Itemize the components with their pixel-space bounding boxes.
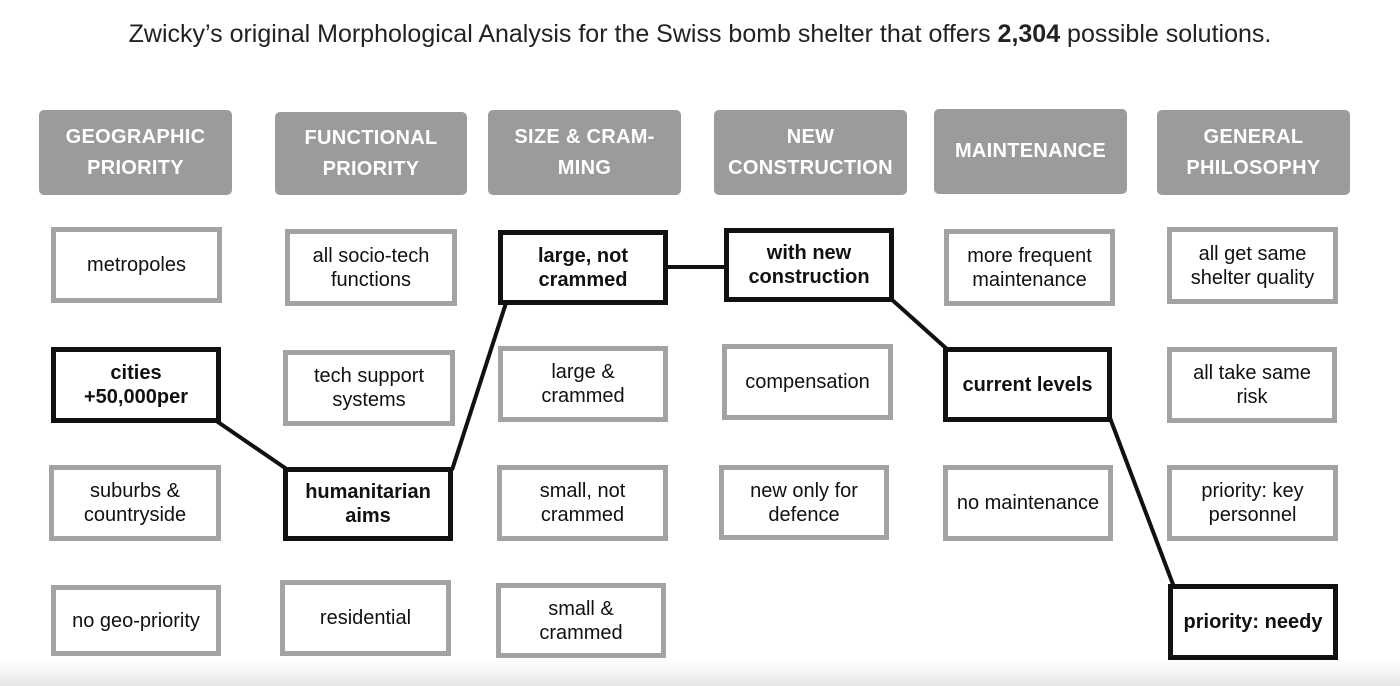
option-box: all socio-tech functions [285,229,457,306]
link-line [1108,417,1176,588]
option-box: small, not crammed [497,465,668,541]
option-box-selected: large, not crammed [498,230,668,305]
option-box: priority: key personnel [1167,465,1338,541]
option-box: more frequent maintenance [944,229,1115,306]
option-box-selected: with new construction [724,228,894,302]
solution-count: 2,304 [997,20,1061,48]
diagram-title: Zwicky’s original Morphological Analysis… [0,20,1400,49]
option-box: tech support systems [283,350,455,426]
title-text: Zwicky’s original Morphological Analysis… [128,20,998,48]
header-size-cramming: SIZE & CRAM-MING [488,110,681,195]
option-box: compensation [722,344,893,420]
header-new-construction: NEW CONSTRUCTION [714,110,907,195]
option-box: no geo-priority [51,585,221,656]
title-suffix: possible solutions. [1060,20,1272,48]
link-line [450,302,508,471]
option-box: metropoles [51,227,222,303]
header-maintenance: MAINTENANCE [934,109,1127,194]
option-box: no maintenance [943,465,1113,541]
header-geographic-priority: GEOGRAPHIC PRIORITY [39,110,232,195]
link-line [888,296,950,352]
option-box-selected: humanitarian aims [283,467,453,541]
option-box: suburbs & countryside [49,465,221,541]
option-box: all take same risk [1167,347,1337,423]
bottom-fade [0,660,1400,686]
option-box: residential [280,580,451,656]
option-box-selected: current levels [943,347,1112,422]
option-box-selected: cities +50,000per [51,347,221,423]
option-box: small & crammed [496,583,666,658]
option-box: large & crammed [498,346,668,422]
header-general-philosophy: GENERAL PHILOSOPHY [1157,110,1350,195]
link-line [213,418,290,472]
header-functional-priority: FUNCTIONAL PRIORITY [275,112,467,195]
option-box: new only for defence [719,465,889,540]
option-box-selected: priority: needy [1168,584,1338,660]
option-box: all get same shelter quality [1167,227,1338,304]
